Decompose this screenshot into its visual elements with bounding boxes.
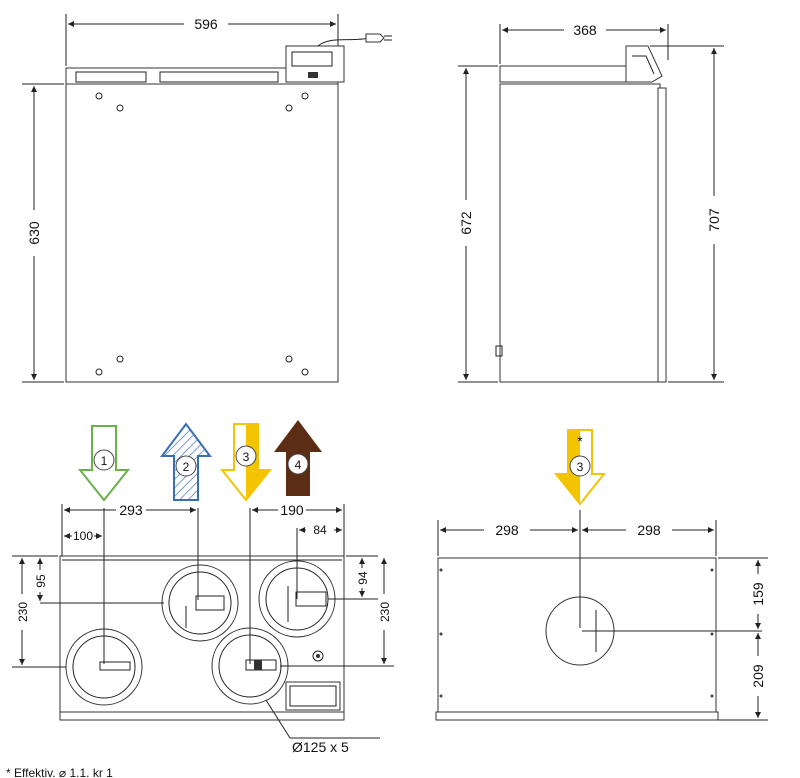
power-cord xyxy=(317,37,371,47)
dim-back-port-bottom: 209 xyxy=(750,664,766,688)
side-door xyxy=(657,87,667,383)
dim-port-right-edge: 84 xyxy=(313,523,327,537)
dim-port-height-right: 230 xyxy=(378,602,392,622)
dim-port-offset-right: 94 xyxy=(356,571,370,585)
side-view: 368 672 707 xyxy=(458,22,724,383)
side-body xyxy=(499,83,661,383)
dim-back-port-top: 159 xyxy=(750,582,766,606)
dim-port-right-spacing: 190 xyxy=(280,502,304,518)
dim-back-left: 298 xyxy=(495,522,519,538)
arrow-number: 1 xyxy=(101,454,108,468)
back-view: 298 298 159 209 xyxy=(435,510,768,721)
front-body xyxy=(65,83,339,383)
back-arrow: * 3 xyxy=(553,429,607,506)
flow-arrow-1: 1 xyxy=(77,425,131,502)
dim-front-width: 596 xyxy=(194,16,218,32)
port-damper xyxy=(195,595,225,611)
dim-back-right: 298 xyxy=(637,522,661,538)
arrow-number: 3 xyxy=(577,460,584,474)
screw xyxy=(710,632,714,636)
service-knob xyxy=(312,650,324,662)
dim-side-outer-height: 707 xyxy=(706,208,722,232)
dim-side-inner-height: 672 xyxy=(458,211,474,235)
flow-arrow-2: 2 xyxy=(160,422,212,501)
arrow-number: 3 xyxy=(243,450,250,464)
dim-port-edge: 100 xyxy=(73,529,93,543)
port-damper xyxy=(295,591,327,607)
screw xyxy=(116,355,124,363)
arrow-down-icon xyxy=(219,423,273,502)
dim-front-height: 630 xyxy=(26,221,42,245)
service-box-inner xyxy=(289,685,337,707)
screw xyxy=(439,694,443,698)
arrow-number-badge xyxy=(235,445,257,467)
screw xyxy=(301,92,309,100)
dim-port-height-left: 230 xyxy=(16,602,30,622)
dim-port-offset-left: 95 xyxy=(34,574,48,588)
arrow-fill-left xyxy=(556,430,580,504)
flow-arrow-3: 3 xyxy=(219,423,273,502)
port-outer-ring xyxy=(161,564,239,642)
screw xyxy=(95,92,103,100)
screw xyxy=(95,368,103,376)
control-box-panel xyxy=(291,51,333,67)
control-box-indicator xyxy=(308,72,318,78)
arrow-number-badge xyxy=(93,449,115,471)
side-top-rail xyxy=(499,65,629,83)
screw xyxy=(116,104,124,112)
ports-base xyxy=(59,711,345,721)
screw xyxy=(285,104,293,112)
front-top-slot xyxy=(159,71,279,83)
screw xyxy=(439,568,443,572)
side-clip xyxy=(495,345,503,357)
screw xyxy=(285,355,293,363)
service-knob-center xyxy=(316,654,320,658)
leader-line xyxy=(265,699,291,739)
arrow-number: 4 xyxy=(295,458,302,472)
back-base xyxy=(435,711,719,721)
arrow-marker: * xyxy=(577,433,583,449)
dim-port-diameter: Ø125 x 5 xyxy=(292,739,349,755)
front-top-slot xyxy=(75,71,147,83)
side-control-box xyxy=(625,45,663,83)
arrow-number-badge xyxy=(569,455,591,477)
port-damper xyxy=(99,661,131,671)
arrow-number-badge xyxy=(175,455,197,477)
arrow-number-badge xyxy=(287,453,309,475)
arrow-number: 2 xyxy=(183,460,190,474)
screw xyxy=(710,568,714,572)
dim-port-spacing: 293 xyxy=(119,502,143,518)
flow-arrow-4: 4 xyxy=(274,420,322,496)
screw xyxy=(439,632,443,636)
power-plug xyxy=(365,33,385,43)
port-sensor xyxy=(254,660,262,670)
front-view: 596 630 xyxy=(22,14,392,383)
port-inner-ring xyxy=(168,571,232,635)
dim-side-width: 368 xyxy=(573,22,597,38)
side-control-detail xyxy=(632,55,655,75)
ports-view: 293 190 100 84 230 95 94 230 xyxy=(12,502,394,755)
footnote: * Effektiv. ⌀ 1.1. kr 1 xyxy=(6,766,113,778)
screw xyxy=(710,694,714,698)
screw xyxy=(301,368,309,376)
service-box xyxy=(285,681,341,711)
